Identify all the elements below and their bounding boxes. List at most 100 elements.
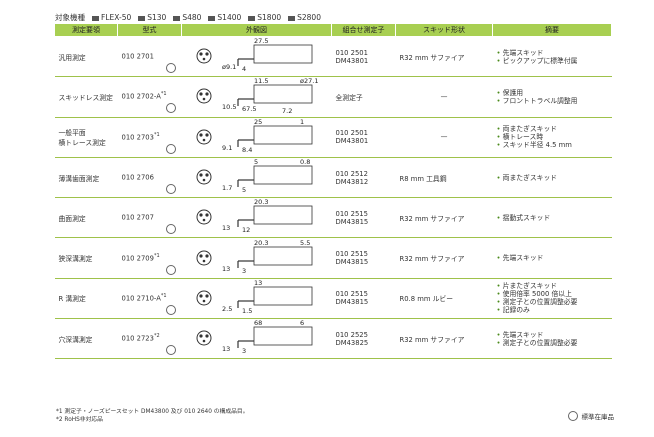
skid-cell: —	[395, 76, 493, 118]
hole-icon	[204, 254, 209, 258]
probe-code: 010 2515	[335, 290, 368, 299]
note-item: 保護用	[497, 89, 608, 97]
skid-cell: R32 mm サファイア	[395, 237, 493, 279]
code-cell: 010 2701	[117, 36, 182, 78]
stock-mark-icon	[165, 224, 176, 235]
notes-cell: 先端スキッドピックアップに標準付属	[492, 36, 612, 78]
note-item: フロントトラベル調整用	[497, 97, 608, 105]
hole-icon	[198, 52, 203, 56]
hole-icon	[204, 294, 209, 298]
hole-icon	[202, 98, 205, 101]
hole-icon	[198, 294, 203, 298]
hole-icon	[198, 334, 203, 338]
model-square-icon	[138, 15, 146, 21]
col-probe: 組合せ測定子	[331, 23, 396, 37]
note-item: 揺動式スキッド	[497, 214, 608, 222]
dimension-label: 3	[242, 347, 246, 355]
dimension-label: 6	[300, 319, 304, 327]
probe-code: 010 2512	[335, 169, 368, 178]
stock-mark-icon	[165, 63, 176, 74]
skid-cell: R8 mm 工具鋼	[395, 157, 493, 199]
stock-mark-icon	[165, 184, 176, 195]
dimension-label: 13	[222, 265, 230, 273]
skid-shape: R0.8 mm ルビー	[399, 295, 454, 304]
probe-code: 010 2515	[335, 250, 368, 259]
note-item: 片またぎスキッド	[497, 282, 608, 290]
footnote-ref: *1	[153, 131, 160, 138]
notes-cell: 両またぎスキッド横トレース時スキッド半径 4.5 mm	[492, 117, 612, 158]
col-method: 測定要領	[54, 23, 118, 37]
stock-legend: 標準在庫品	[567, 411, 615, 421]
dimension-label: 4	[242, 65, 246, 73]
dimension-label: 3	[242, 267, 246, 275]
dimension-label: 1.7	[222, 184, 232, 192]
hole-icon	[204, 92, 209, 97]
stock-mark-icon	[165, 264, 176, 275]
model-code: 010 2706	[121, 173, 154, 182]
footnote-ref: *1	[153, 252, 160, 259]
stock-mark-icon	[165, 143, 176, 154]
method-name: R 溝測定	[58, 295, 86, 304]
note-item: 両またぎスキッド	[497, 174, 608, 182]
dimension-label: 13	[222, 345, 230, 353]
notes-cell: 先端スキッド	[492, 237, 612, 279]
hole-icon	[202, 138, 205, 142]
probe-cell: 全測定子	[331, 76, 396, 118]
notes-list: 保護用フロントトラベル調整用	[497, 89, 608, 105]
method-name: 横トレース測定	[58, 139, 106, 148]
code-cell: 010 2702-A*1	[117, 76, 182, 118]
front-view-icon	[196, 290, 211, 306]
hole-icon	[202, 219, 205, 222]
dimension-label: 27.5	[254, 37, 268, 45]
note-item: 先端スキッド	[497, 254, 608, 262]
note-item: 記録のみ	[497, 306, 608, 314]
method-cell: 一般平面横トレース測定	[54, 117, 118, 158]
notes-list: 先端スキッド	[497, 254, 608, 262]
front-view-icon	[196, 88, 211, 104]
code-cell: 010 2723*2	[117, 318, 182, 360]
dimension-label: 12	[242, 226, 250, 234]
stock-legend-label: 標準在庫品	[581, 413, 615, 421]
notes-cell: 先端スキッド測定子との位置調整必要	[492, 318, 612, 360]
notes-list: 片またぎスキッド使用倍率 5000 倍以上測定子との位置調整必要記録のみ	[497, 282, 608, 314]
drawing-cell: 20.3 13 12	[181, 197, 332, 239]
hole-icon	[198, 133, 203, 137]
skid-shape: R32 mm サファイア	[399, 53, 465, 62]
footnote-ref: *2	[153, 333, 160, 340]
hole-icon	[198, 173, 203, 177]
note-item: 横トレース時	[497, 133, 608, 141]
dimension-label: 2.5	[222, 305, 232, 313]
method-cell: 狭深溝測定	[54, 237, 118, 279]
dimension-label: 13	[222, 224, 230, 232]
hole-icon	[204, 133, 209, 137]
model-code: 010 2723*2	[121, 333, 160, 343]
dimension-label: 20.3	[254, 198, 268, 206]
note-item: 測定子との位置調整必要	[497, 298, 608, 306]
dimension-label: 25	[254, 118, 262, 126]
method-name: 汎用測定	[58, 53, 86, 62]
dimension-label: 13	[254, 279, 262, 287]
hole-icon	[198, 213, 203, 217]
model-legend: 対象機種 FLEX-50 S130 S480 S1400 S1800 S2800	[55, 13, 321, 22]
side-view-body	[253, 125, 312, 145]
notes-list: 両またぎスキッド横トレース時スキッド半径 4.5 mm	[497, 125, 608, 149]
note-item: 両またぎスキッド	[497, 125, 608, 133]
dimension-label: 0.8	[300, 158, 310, 166]
probe-code: DM43801	[335, 56, 369, 65]
hole-icon	[202, 57, 205, 61]
code-cell: 010 2703*1	[117, 117, 182, 158]
side-view-body	[253, 44, 312, 64]
notes-list: 揺動式スキッド	[497, 214, 608, 222]
